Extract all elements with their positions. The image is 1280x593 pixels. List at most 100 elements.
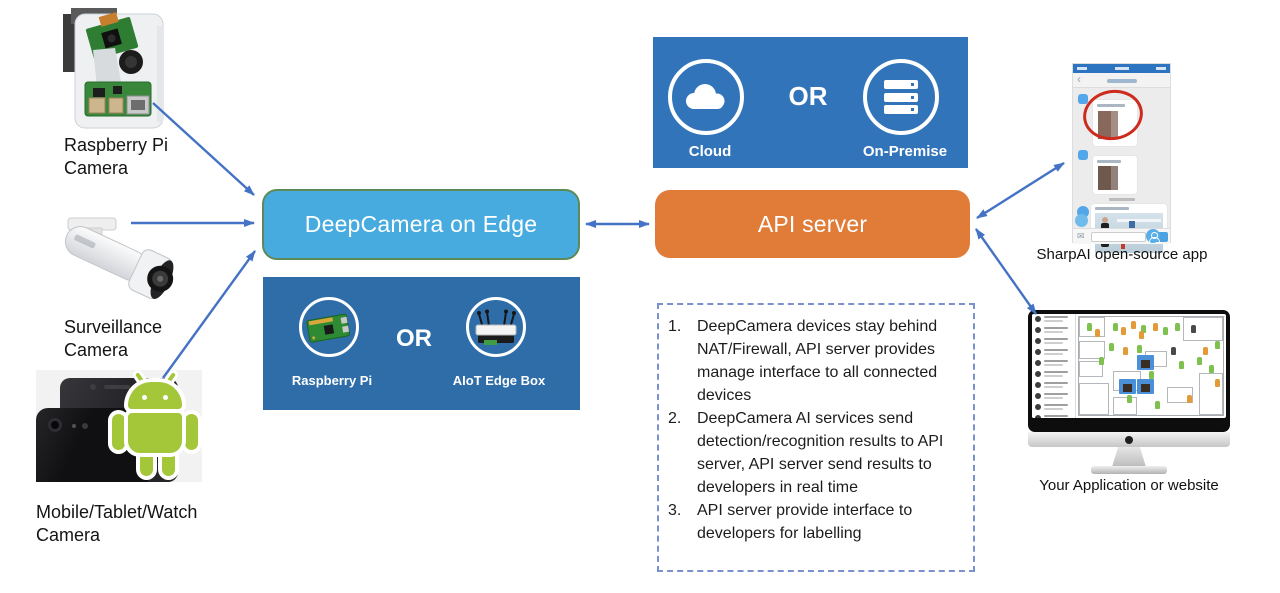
phone-nav-bar: ‹ bbox=[1073, 72, 1170, 88]
mobile-camera-photo bbox=[36, 370, 202, 482]
floor-plan-room bbox=[1183, 317, 1223, 341]
sidebar-row bbox=[1034, 326, 1075, 336]
floor-plan-room bbox=[1199, 373, 1223, 415]
monitor-stand-base bbox=[1091, 466, 1167, 474]
raspberry-pi-icon bbox=[299, 297, 359, 357]
sharpai-app-screenshot: ‹ bbox=[1072, 63, 1171, 256]
api-server-title: API server bbox=[757, 210, 868, 237]
cloud-option-label: Cloud bbox=[688, 143, 732, 160]
person-marker bbox=[1163, 327, 1168, 335]
surveillance-camera-label: Surveillance Camera bbox=[64, 317, 163, 361]
sidebar-row bbox=[1034, 414, 1075, 418]
chat-round-button bbox=[1075, 214, 1088, 227]
sidebar-row bbox=[1034, 392, 1075, 402]
sidebar-row bbox=[1034, 381, 1075, 391]
envelope-icon: ✉ bbox=[1077, 231, 1085, 241]
phone-status-bar bbox=[1073, 64, 1170, 73]
sidebar-row bbox=[1034, 403, 1075, 413]
person-marker bbox=[1099, 357, 1104, 365]
note-item: API server provide interface to develope… bbox=[668, 499, 913, 542]
android-logo bbox=[112, 370, 198, 482]
camera-feed-tile bbox=[1137, 379, 1154, 394]
raspberry-pi-camera-illustration bbox=[63, 8, 168, 135]
deepcamera-edge-box: DeepCamera on Edge bbox=[262, 189, 580, 260]
server-stack-icon bbox=[863, 59, 939, 135]
dashboard-sidebar bbox=[1032, 314, 1076, 418]
notes-list: DeepCamera devices stay behind NAT/Firew… bbox=[659, 315, 963, 545]
person-marker bbox=[1209, 365, 1214, 373]
mobile-camera-label: Mobile/Tablet/Watch Camera bbox=[36, 502, 198, 546]
floor-plan-room bbox=[1079, 383, 1109, 415]
sidebar-row bbox=[1034, 337, 1075, 347]
person-marker bbox=[1087, 323, 1092, 331]
floor-plan bbox=[1078, 316, 1224, 416]
phone-camera-lens bbox=[48, 418, 62, 432]
face-thumbnail bbox=[1098, 166, 1118, 190]
edge-hardware-box: OR Raspberry Pi AIoT Edge Box bbox=[263, 277, 580, 410]
person-badge-icon bbox=[1146, 229, 1160, 243]
person-marker bbox=[1109, 343, 1114, 351]
aiot-edge-box-icon bbox=[466, 297, 526, 357]
person-marker bbox=[1095, 329, 1100, 337]
note-item: DeepCamera AI services send detection/re… bbox=[668, 407, 944, 496]
person-marker bbox=[1121, 327, 1126, 335]
person-marker bbox=[1131, 321, 1136, 329]
notes-box: DeepCamera devices stay behind NAT/Firew… bbox=[657, 303, 975, 572]
camera-feed-tile bbox=[1137, 355, 1154, 370]
person-marker bbox=[1187, 395, 1192, 403]
timestamp-placeholder bbox=[1109, 198, 1135, 201]
sidebar-row bbox=[1034, 359, 1075, 369]
person-marker bbox=[1123, 347, 1128, 355]
api-server-box: API server bbox=[655, 190, 970, 258]
person-marker bbox=[1149, 371, 1154, 379]
message-input bbox=[1091, 232, 1146, 242]
person-marker bbox=[1113, 323, 1118, 331]
person-marker bbox=[1215, 379, 1220, 387]
person-marker bbox=[1179, 361, 1184, 369]
chat-title-placeholder bbox=[1107, 79, 1137, 83]
raspberry-pi-camera-photo bbox=[63, 8, 168, 135]
sidebar-row bbox=[1034, 315, 1075, 325]
person-marker bbox=[1191, 325, 1196, 333]
person-marker bbox=[1175, 323, 1180, 331]
surveillance-camera-photo bbox=[58, 206, 190, 314]
person-marker bbox=[1141, 325, 1146, 333]
avatar bbox=[1078, 94, 1088, 104]
person-marker bbox=[1153, 323, 1158, 331]
raspberry-pi-camera-label: Raspberry Pi Camera bbox=[64, 135, 169, 179]
back-chevron-icon: ‹ bbox=[1077, 72, 1081, 86]
monitor-stand-neck bbox=[1112, 447, 1146, 467]
or-label: OR bbox=[396, 325, 432, 352]
person-marker bbox=[1139, 331, 1144, 339]
deepcamera-edge-title: DeepCamera on Edge bbox=[304, 211, 538, 237]
person-marker bbox=[1137, 345, 1142, 353]
chat-area bbox=[1073, 85, 1170, 256]
cloud-icon bbox=[668, 59, 744, 135]
avatar bbox=[1078, 150, 1088, 160]
chat-message bbox=[1093, 100, 1137, 146]
surveillance-camera-illustration bbox=[58, 206, 190, 314]
imac-monitor bbox=[1028, 310, 1230, 432]
cloud-onpremise-box: OR Cloud On-Premise bbox=[653, 37, 968, 168]
floor-plan-room bbox=[1079, 317, 1105, 337]
person-marker bbox=[1171, 347, 1176, 355]
person-marker bbox=[1127, 395, 1132, 403]
person-marker bbox=[1197, 357, 1202, 365]
onpremise-option-label: On-Premise bbox=[862, 143, 948, 160]
sidebar-row bbox=[1034, 370, 1075, 380]
person-marker bbox=[1155, 401, 1160, 409]
app-dashboard-screen bbox=[1032, 314, 1226, 418]
note-item: DeepCamera devices stay behind NAT/Firew… bbox=[668, 315, 938, 404]
person-marker bbox=[1203, 347, 1208, 355]
person-marker bbox=[1215, 341, 1220, 349]
floor-plan-room bbox=[1079, 341, 1105, 359]
your-application-label: Your Application or website bbox=[1039, 477, 1219, 494]
imac-chin bbox=[1028, 432, 1230, 447]
raspberry-pi-option-label: Raspberry Pi bbox=[291, 373, 373, 388]
or-label: OR bbox=[788, 81, 828, 111]
face-thumbnail bbox=[1098, 111, 1118, 139]
aiot-edge-box-option-label: AIoT Edge Box bbox=[452, 373, 546, 388]
apple-logo-icon bbox=[1125, 436, 1133, 444]
camera-feed-tile bbox=[1119, 379, 1136, 394]
